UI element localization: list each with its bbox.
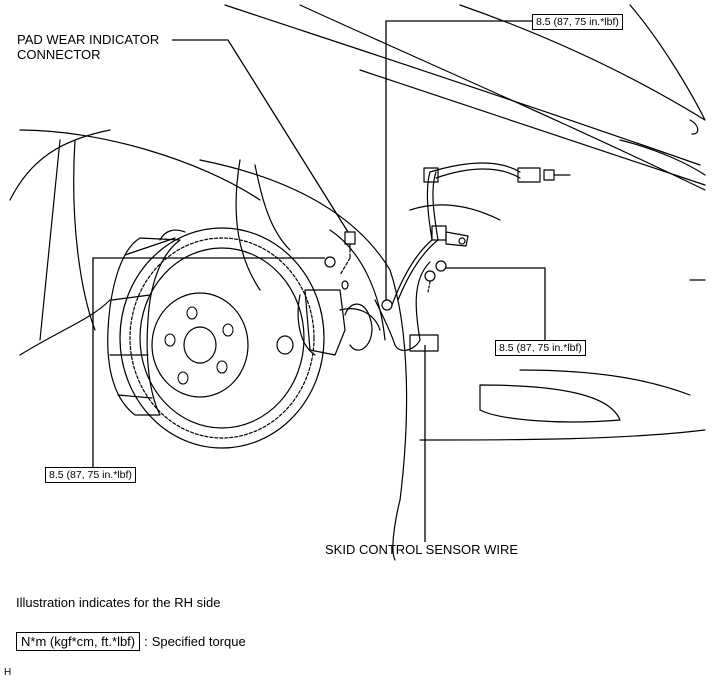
leader-top-torque [385, 20, 532, 300]
sensor-wire-harness [344, 162, 571, 352]
leader-pad-wear [172, 39, 349, 233]
rh-side-note: Illustration indicates for the RH side [16, 595, 221, 610]
corner-code: H [4, 667, 12, 678]
leader-right-torque [445, 267, 546, 340]
pad-wear-label-line1: PAD WEAR INDICATOR [17, 32, 160, 47]
torque-callout-right: 8.5 (87, 75 in.*lbf) [495, 340, 586, 356]
legend-meaning: Specified torque [151, 634, 246, 649]
legend-separator: : [144, 634, 148, 649]
leader-left-torque [92, 257, 325, 467]
skid-control-sensor-wire-label: SKID CONTROL SENSOR WIRE [325, 542, 519, 557]
pad-wear-connector-part [339, 231, 356, 276]
knuckle-bracket [276, 256, 381, 356]
torque-callout-left: 8.5 (87, 75 in.*lbf) [45, 467, 136, 483]
torque-legend: N*m (kgf*cm, ft.*lbf) : Specified torque [16, 632, 246, 651]
hub-bolts [164, 306, 234, 385]
vehicle-body-outline [9, 4, 706, 561]
bolts [381, 260, 447, 311]
brake-caliper [107, 229, 186, 416]
pad-wear-indicator-label: PAD WEAR INDICATOR CONNECTOR [17, 32, 159, 62]
torque-callout-top: 8.5 (87, 75 in.*lbf) [532, 14, 623, 30]
brake-disc [119, 227, 325, 449]
pad-wear-label-line2: CONNECTOR [17, 47, 101, 62]
legend-unit-box: N*m (kgf*cm, ft.*lbf) [16, 632, 141, 651]
